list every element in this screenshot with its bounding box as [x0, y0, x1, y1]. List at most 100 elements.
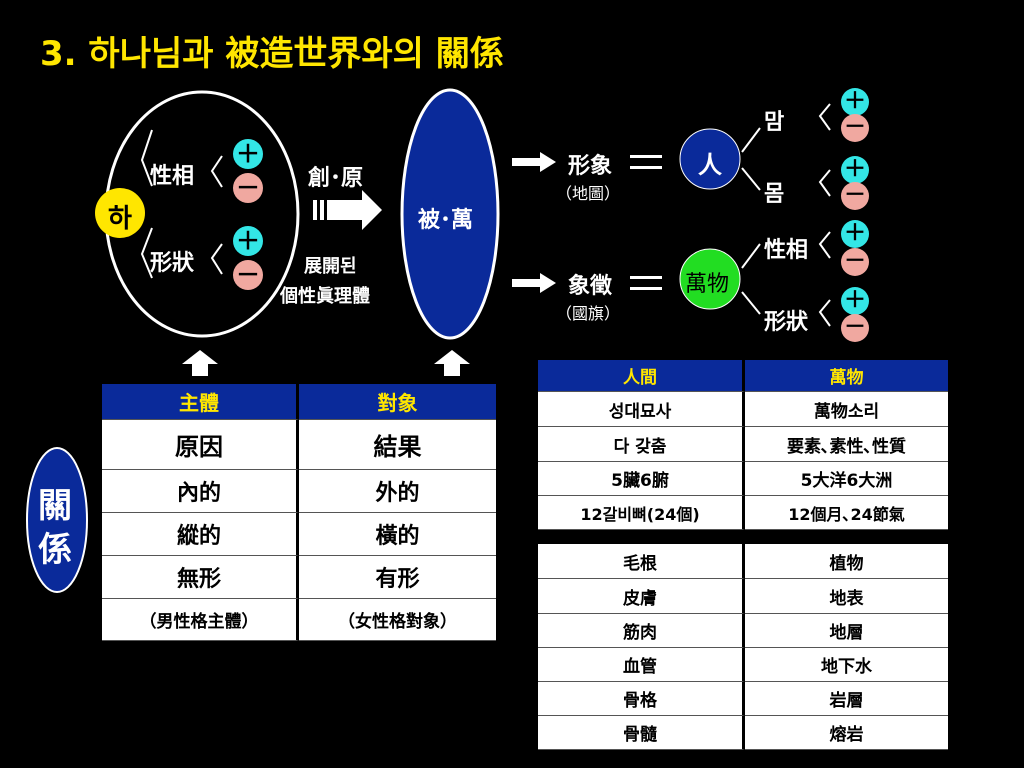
- header-allthings: 萬物: [745, 360, 948, 392]
- up-arrow-left: [182, 350, 218, 376]
- jeongae-label-1: 展開된: [304, 256, 357, 277]
- manmul-circle: [679, 248, 741, 310]
- table-cell: 熔岩: [745, 716, 948, 750]
- subject-object-table: 主體 對象 原因 結果 內的 外的 縱的 橫的 無形 有形 （男性格主體） （女…: [102, 384, 496, 641]
- table-row: 無形 有形: [102, 556, 496, 599]
- table-cell: 筋肉: [538, 614, 745, 648]
- table-cell: 地層: [745, 614, 948, 648]
- human-allthings-table: 人間 萬物 성대묘사 萬物소리 다 갖춤 要素､素性､性質 5臟6腑 5大洋6大…: [538, 360, 948, 530]
- table-cell: 성대묘사: [538, 392, 745, 427]
- table-cell: 有形: [299, 556, 496, 599]
- plus-icon: ＋: [233, 226, 263, 256]
- table-cell: 植物: [745, 544, 948, 579]
- table-cell: 骨髓: [538, 716, 745, 750]
- plus-icon: ＋: [233, 139, 263, 169]
- table-row: 皮膚 地表: [538, 579, 948, 614]
- table-cell: 內的: [102, 470, 299, 513]
- table-cell: 5大洋6大洲: [745, 462, 948, 496]
- table-row: 5臟6腑 5大洋6大洲: [538, 462, 948, 496]
- table-cell: 血管: [538, 648, 745, 682]
- equals-top: [630, 155, 662, 169]
- table-cell: 結果: [299, 420, 496, 470]
- minus-icon: －: [841, 114, 869, 142]
- header-human: 人間: [538, 360, 745, 392]
- table-cell: 骨格: [538, 682, 745, 716]
- plus-icon: ＋: [841, 287, 869, 315]
- minus-icon: －: [841, 314, 869, 342]
- hyeongsang-label: 形狀: [150, 251, 195, 276]
- table-cell: 萬物소리: [745, 392, 948, 427]
- table-row: （男性格主體） （女性格對象）: [102, 599, 496, 641]
- ha-circle: [95, 188, 145, 238]
- table-cell: 12갈비뼈(24個): [538, 496, 745, 530]
- ha-label: 하: [108, 204, 132, 234]
- hyeongsang-img-label: 形象: [568, 154, 613, 179]
- hyeongsang-right-label: 形狀: [764, 310, 809, 335]
- creation-ellipse: [400, 88, 500, 340]
- table-cell: 要素､素性､性質: [745, 427, 948, 462]
- table-cell: 縱的: [102, 513, 299, 556]
- table-row: 12갈비뼈(24個) 12個月､24節氣: [538, 496, 948, 530]
- minus-icon: －: [841, 248, 869, 276]
- table-cell: 다 갖춤: [538, 427, 745, 462]
- relation-ellipse: [26, 447, 88, 593]
- jeongae-label-2: 個性眞理體: [280, 286, 370, 307]
- table-cell: 原因: [102, 420, 299, 470]
- table-cell: 12個月､24節氣: [745, 496, 948, 530]
- table-cell: （男性格主體）: [102, 599, 299, 641]
- chang-won-label: 創･原: [308, 166, 364, 191]
- table-row: 縱的 橫的: [102, 513, 496, 556]
- gukgi-label: （國旗）: [556, 304, 621, 323]
- relation-char-2: 係: [38, 530, 72, 570]
- in-circle: [679, 128, 741, 190]
- page-title: 3. 하나님과 被造世界와의 關係: [40, 34, 504, 74]
- table-row: 다 갖춤 要素､素性､性質: [538, 427, 948, 462]
- seongsang-label: 性相: [150, 164, 195, 189]
- table-row: 原因 結果: [102, 420, 496, 470]
- header-object: 對象: [299, 384, 496, 420]
- table-header-row: 人間 萬物: [538, 360, 948, 392]
- mom-label: 몸: [764, 182, 785, 207]
- in-label: 人: [698, 151, 722, 179]
- table-cell: 皮膚: [538, 579, 745, 614]
- table-header-row: 主體 對象: [102, 384, 496, 420]
- pi-man-label: 被･萬: [418, 208, 474, 233]
- table-cell: （女性格對象）: [299, 599, 496, 641]
- minus-icon: －: [841, 182, 869, 210]
- arrow-symbol: [512, 273, 556, 293]
- bracket-left-bottom: [140, 227, 153, 279]
- relation-char-1: 關: [38, 486, 72, 526]
- jido-label: （地圖）: [556, 184, 621, 203]
- table-cell: 5臟6腑: [538, 462, 745, 496]
- table-cell: 外的: [299, 470, 496, 513]
- sangjing-label: 象徵: [568, 274, 613, 299]
- table-cell: 無形: [102, 556, 299, 599]
- bracket-seongsang: [210, 155, 223, 188]
- expand-arrow: [313, 190, 382, 230]
- body-earth-table: 毛根 植物 皮膚 地表 筋肉 地層 血管 地下水 骨格 岩層 骨髓 熔岩: [538, 544, 948, 750]
- equals-bottom: [630, 276, 662, 290]
- plus-icon: ＋: [841, 156, 869, 184]
- plus-icon: ＋: [841, 220, 869, 248]
- table-row: 성대묘사 萬物소리: [538, 392, 948, 427]
- table-cell: 橫的: [299, 513, 496, 556]
- table-cell: 地下水: [745, 648, 948, 682]
- seongsang-right-label: 性相: [764, 238, 809, 263]
- plus-icon: ＋: [841, 88, 869, 116]
- bracket-left-top: [140, 129, 153, 187]
- minus-icon: －: [233, 260, 263, 290]
- table-row: 骨髓 熔岩: [538, 716, 948, 750]
- minus-icon: －: [233, 173, 263, 203]
- table-row: 內的 外的: [102, 470, 496, 513]
- mam-label: 맘: [764, 110, 785, 135]
- header-subject: 主體: [102, 384, 299, 420]
- up-arrow-center: [434, 350, 470, 376]
- arrow-image: [512, 152, 556, 172]
- table-row: 毛根 植物: [538, 544, 948, 579]
- table-cell: 地表: [745, 579, 948, 614]
- table-cell: 毛根: [538, 544, 745, 579]
- table-row: 骨格 岩層: [538, 682, 948, 716]
- manmul-label: 萬物: [685, 272, 730, 297]
- table-row: 血管 地下水: [538, 648, 948, 682]
